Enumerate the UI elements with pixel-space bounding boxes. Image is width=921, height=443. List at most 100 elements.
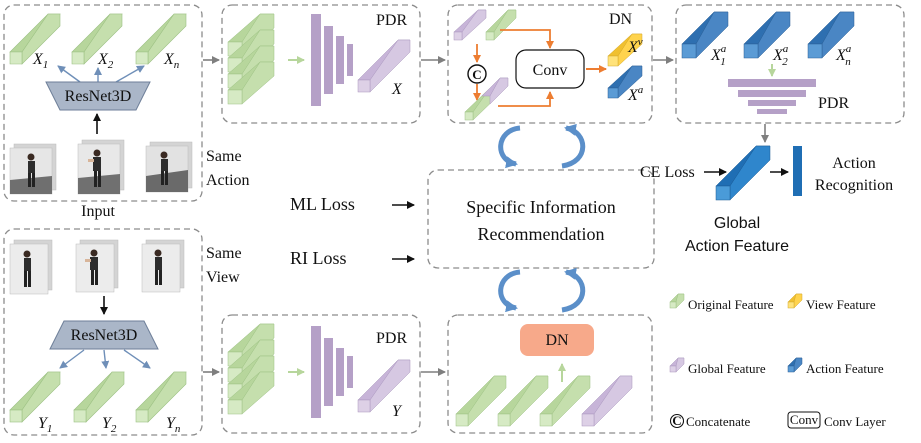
bottom-fan-arrows — [59, 349, 151, 369]
sir-panel — [427, 169, 655, 269]
concat-symbol-letter: C — [472, 67, 481, 82]
top-feature-x2 — [71, 13, 123, 65]
top-pdr-output-x — [357, 39, 411, 93]
dn-view-feature — [607, 33, 643, 67]
top-dn-global-feature — [453, 9, 487, 41]
bottom-label-y1: Y1 — [38, 415, 52, 435]
top-frame-1 — [9, 143, 57, 195]
dn-output-v: Xv — [627, 36, 643, 56]
bottom-feature-y1 — [9, 371, 61, 423]
legend: Original Feature View Feature Global Fea… — [669, 293, 886, 429]
top-resnet-block — [45, 81, 151, 111]
top-frame-2 — [77, 139, 125, 195]
input-label: Input — [81, 203, 115, 220]
dn-arrow-top-to-conv — [500, 29, 554, 49]
legend-concat-letter: C — [672, 413, 681, 428]
top-label-x1: X1 — [32, 51, 48, 71]
ce-loss-label: CE Loss — [640, 164, 695, 181]
concat-symbol — [467, 64, 487, 84]
top-pdr-output-label: X — [391, 81, 403, 98]
right-pdr-panel — [675, 4, 905, 124]
action-recognition-line2: Recognition — [815, 177, 893, 194]
bottom-pdr-label: PDR — [376, 330, 407, 347]
right-pdr-bars — [728, 79, 816, 114]
top-feature-x1 — [9, 13, 61, 65]
dn-action-feature — [607, 65, 643, 99]
bottom-feature-y2 — [73, 371, 125, 423]
action-recognition-bar — [793, 146, 802, 196]
bottom-resnet-block — [49, 320, 159, 350]
same-action-label-2: Action — [206, 172, 250, 189]
top-label-xn: Xn — [163, 51, 180, 71]
ml-loss-label: ML Loss — [290, 194, 355, 214]
bottom-pdr-output-y — [357, 359, 411, 413]
bottom-pdr-output-label: Y — [392, 403, 403, 420]
bottom-pdr-bars — [311, 326, 353, 418]
right-feature-x1a — [681, 11, 729, 59]
legend-view-label: View Feature — [806, 297, 876, 312]
bottom-label-y2: Y2 — [102, 415, 117, 435]
global-action-line1: Global — [714, 215, 760, 232]
right-feature-x2a — [743, 11, 791, 59]
ri-loss-label: RI Loss — [290, 248, 347, 268]
global-action-feature-block — [715, 145, 771, 201]
bottom-pdr-panel — [221, 314, 421, 434]
dn-output-a: Xa — [627, 84, 644, 104]
bottom-input-frames — [9, 239, 185, 295]
top-input-panel — [3, 4, 203, 202]
bottom-feature-yn — [135, 371, 187, 423]
bottom-dn-block — [520, 324, 594, 356]
legend-global-swatch — [669, 357, 685, 373]
legend-global-label: Global Feature — [688, 361, 766, 376]
cycle-arrows-bottom — [498, 267, 586, 313]
same-view-label-1: Same — [206, 245, 242, 262]
bottom-dn-panel — [447, 314, 653, 434]
top-fan-arrows — [57, 65, 145, 83]
action-recognition-line1: Action — [832, 155, 876, 172]
legend-conv-box-label: Conv — [790, 412, 819, 427]
bottom-resnet-label: ResNet3D — [71, 327, 138, 344]
panels — [3, 4, 905, 436]
sir-title-line2: Recommendation — [478, 224, 605, 244]
top-input-frames — [9, 139, 193, 195]
legend-conv-box — [787, 411, 821, 429]
legend-conv-layer-label: Conv Layer — [824, 414, 886, 429]
top-pdr-bars — [311, 14, 353, 106]
top-pdr-stack — [227, 13, 275, 105]
top-dn-concat-feature — [464, 77, 509, 121]
right-pdr-label: PDR — [818, 95, 849, 112]
legend-original-swatch — [669, 293, 685, 309]
top-dn-panel — [447, 4, 653, 124]
legend-view-swatch — [787, 293, 803, 309]
legend-action-swatch — [787, 357, 803, 373]
bottom-input-panel — [3, 228, 203, 436]
sir-title-line1: Specific Information — [466, 197, 615, 217]
bottom-dn-features — [455, 375, 633, 427]
top-pdr-label: PDR — [376, 12, 407, 29]
top-dn-original-feature — [485, 9, 517, 41]
dn-arrow-bottom-to-conv — [498, 91, 554, 107]
top-pdr-panel — [221, 4, 421, 124]
legend-original-label: Original Feature — [688, 297, 774, 312]
legend-concat-label: Concatenate — [686, 414, 750, 429]
legend-action-label: Action Feature — [806, 361, 884, 376]
conv-box — [515, 49, 585, 89]
top-label-x2: X2 — [97, 51, 114, 71]
bottom-frame-3 — [141, 239, 185, 293]
bottom-dn-label: DN — [545, 332, 569, 349]
top-resnet-label: ResNet3D — [65, 88, 132, 105]
dn-label: DN — [609, 11, 633, 28]
cycle-arrows-top — [498, 123, 586, 169]
conv-label: Conv — [533, 62, 568, 79]
top-feature-xn — [135, 13, 187, 65]
right-feature-xna — [807, 11, 855, 59]
bottom-frame-1 — [9, 239, 53, 295]
top-frame-3 — [145, 141, 193, 193]
same-action-label-1: Same — [206, 148, 242, 165]
same-view-label-2: View — [206, 269, 240, 286]
bottom-frame-2 — [75, 239, 119, 293]
